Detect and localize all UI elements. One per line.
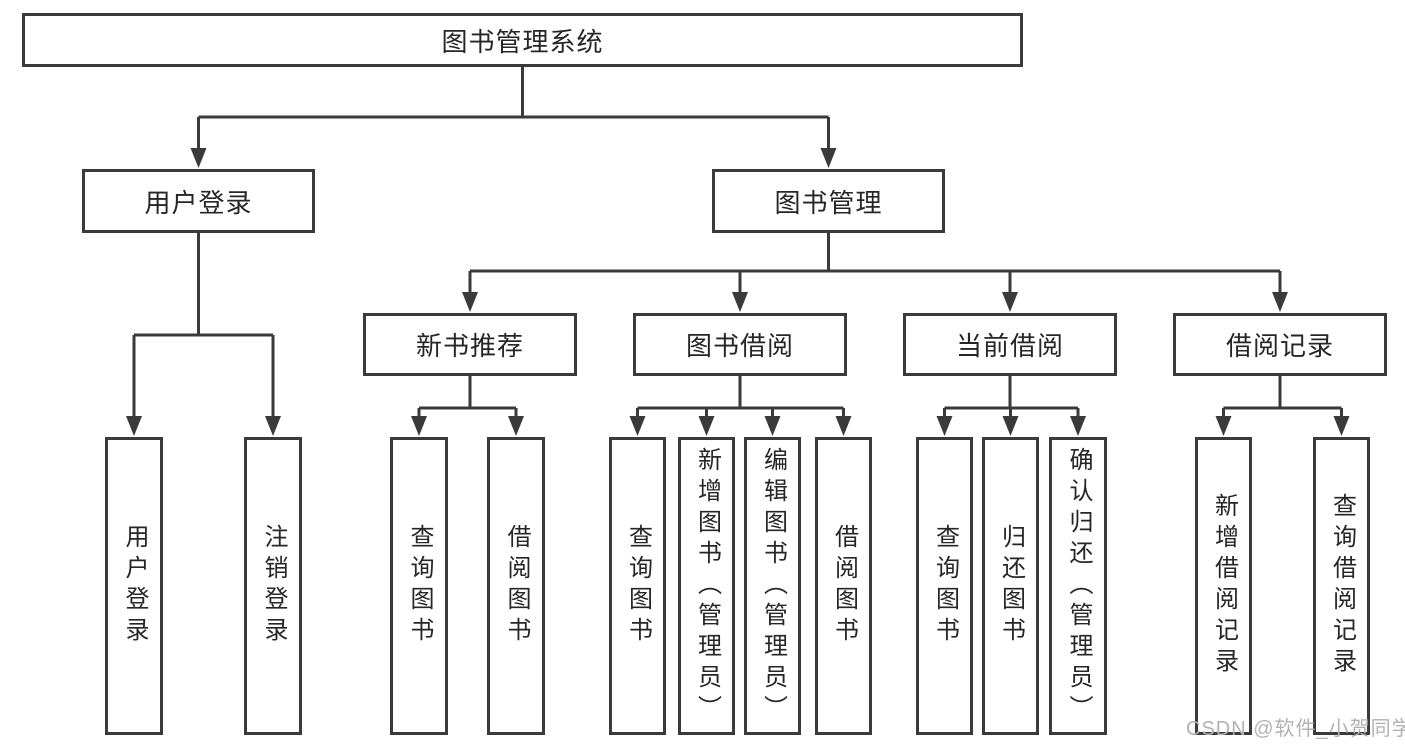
arrowhead-icon (835, 416, 852, 436)
arrowhead-icon (265, 416, 281, 436)
arrowhead-icon (1070, 416, 1086, 436)
node-borrow-records-label: 借阅记录 (1225, 331, 1334, 361)
node-current-borrow-label: 当前借阅 (955, 331, 1064, 361)
connector-new-book-children (411, 374, 524, 436)
arrowhead-icon (411, 416, 427, 436)
node-root: 图书管理系统 (22, 13, 1023, 67)
leaf-add-books-admin: 新增图书（管理员） (678, 437, 735, 735)
leaf-borrow-books: 借阅图书 (815, 437, 872, 735)
node-new-book-recommend-label: 新书推荐 (415, 331, 524, 361)
connector-user-login-children (126, 231, 281, 436)
arrowhead-icon (698, 416, 715, 436)
leaf-user-login-label: 用户登录 (121, 524, 148, 648)
leaf-borrow-books-label: 借阅图书 (830, 524, 858, 648)
node-book-borrow: 图书借阅 (633, 313, 847, 376)
node-new-book-recommend: 新书推荐 (363, 313, 577, 376)
leaf-edit-books-admin-label: 编辑图书（管理员） (759, 446, 787, 726)
arrowhead-icon (126, 416, 142, 436)
node-user-login: 用户登录 (82, 169, 315, 233)
leaf-add-borrow-record: 新增借阅记录 (1195, 437, 1252, 735)
node-root-label: 图书管理系统 (441, 26, 604, 57)
connector-book-management-children (462, 231, 1288, 312)
arrowhead-icon (1333, 416, 1350, 436)
connector-book-borrow-children (629, 374, 852, 436)
arrowhead-icon (820, 148, 837, 168)
arrowhead-icon (732, 292, 748, 312)
leaf-confirm-return-admin-label: 确认归还（管理员） (1065, 446, 1092, 726)
leaf-query-borrow-record: 查询借阅记录 (1313, 437, 1370, 735)
arrowhead-icon (936, 416, 953, 436)
connector-borrow-records-children (1215, 374, 1350, 436)
leaf-query-borrow-record-label: 查询借阅记录 (1328, 493, 1356, 679)
leaf-current-query-books-label: 查询图书 (931, 524, 959, 648)
leaf-add-borrow-record-label: 新增借阅记录 (1210, 493, 1238, 679)
arrowhead-icon (1002, 416, 1019, 436)
arrowhead-icon (1215, 416, 1232, 436)
connector-current-borrow-children (936, 374, 1086, 436)
leaf-new-book-query-books-label: 查询图书 (406, 524, 433, 648)
leaf-logout-label: 注销登录 (260, 524, 287, 648)
leaf-edit-books-admin: 编辑图书（管理员） (744, 437, 801, 735)
leaf-borrow-query-books: 查询图书 (609, 437, 666, 735)
arrowhead-icon (508, 416, 524, 436)
node-book-management: 图书管理 (712, 169, 945, 233)
node-borrow-records: 借阅记录 (1173, 313, 1387, 376)
leaf-return-books: 归还图书 (982, 437, 1039, 735)
leaf-borrow-query-books-label: 查询图书 (624, 524, 652, 648)
leaf-new-book-query-books: 查询图书 (390, 437, 448, 735)
arrowhead-icon (190, 148, 207, 168)
leaf-new-book-borrow-books-label: 借阅图书 (503, 524, 530, 648)
node-current-borrow: 当前借阅 (903, 313, 1117, 376)
leaf-user-login: 用户登录 (105, 437, 163, 735)
arrowhead-icon (629, 416, 646, 436)
leaf-current-query-books: 查询图书 (916, 437, 973, 735)
leaf-add-books-admin-label: 新增图书（管理员） (693, 446, 721, 726)
connector-root-to-level2 (190, 66, 837, 168)
watermark: CSDN @软件_小贺同学 (1186, 718, 1405, 740)
leaf-new-book-borrow-books: 借阅图书 (487, 437, 545, 735)
node-book-management-label: 图书管理 (774, 187, 883, 218)
node-user-login-label: 用户登录 (144, 187, 253, 218)
arrowhead-icon (764, 416, 781, 436)
arrowhead-icon (1002, 292, 1018, 312)
leaf-confirm-return-admin: 确认归还（管理员） (1049, 437, 1107, 735)
leaf-logout: 注销登录 (244, 437, 302, 735)
arrowhead-icon (1272, 292, 1288, 312)
arrowhead-icon (462, 292, 478, 312)
node-book-borrow-label: 图书借阅 (685, 331, 794, 361)
leaf-return-books-label: 归还图书 (997, 524, 1025, 648)
